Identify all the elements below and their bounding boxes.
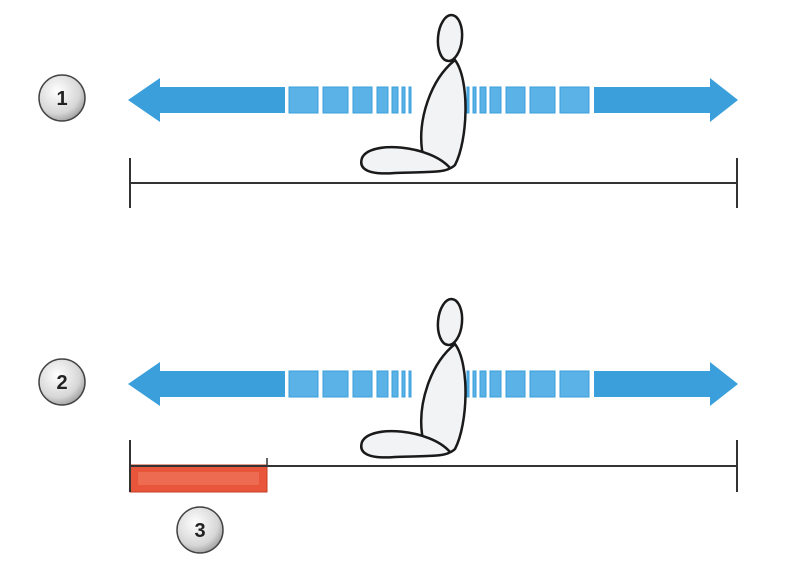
callout-2-badge: [38, 358, 86, 406]
seat-travel-arrows-icon: [126, 296, 740, 459]
callout-2-label: 2: [56, 372, 67, 394]
position-row-2: 2 3: [38, 296, 740, 554]
callout-1-badge: [38, 74, 86, 122]
position-row-1: 1: [38, 12, 740, 208]
callout-3-badge: [176, 506, 224, 554]
seat-travel-arrows-icon: [126, 12, 740, 175]
restricted-range-inner: [138, 472, 259, 485]
callout-3-label: 3: [194, 520, 205, 542]
callout-1-label: 1: [56, 88, 67, 110]
